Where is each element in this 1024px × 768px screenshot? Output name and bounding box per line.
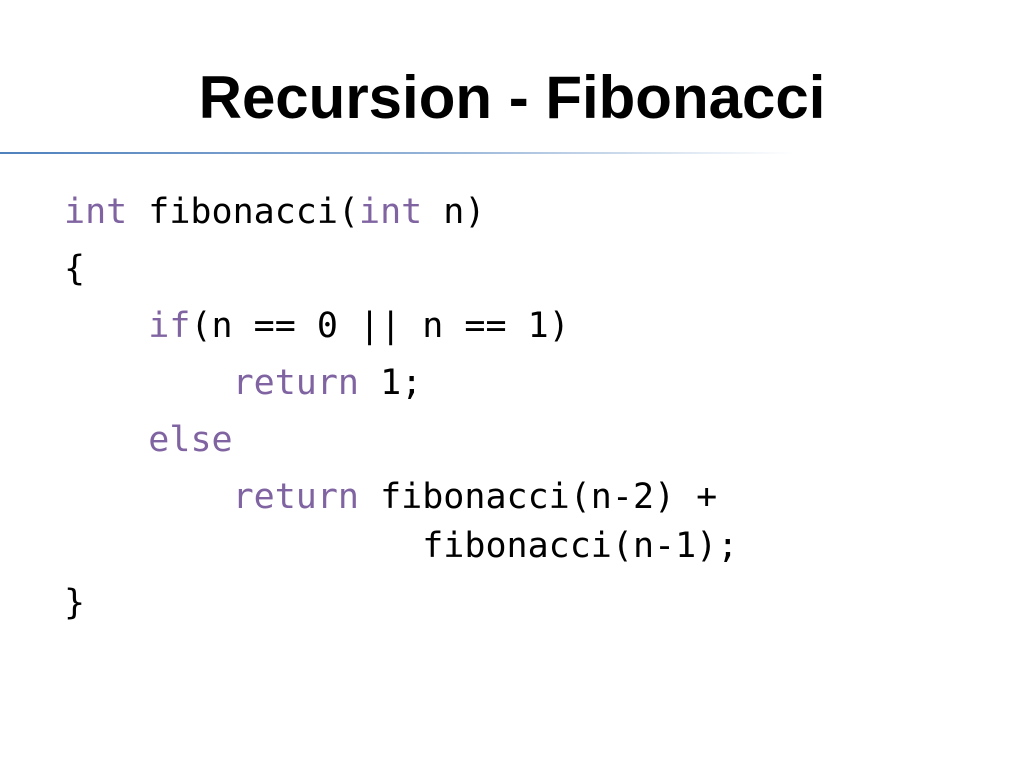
code-line: { [64, 241, 738, 298]
code-line: if(n == 0 || n == 1) [64, 298, 738, 355]
code-line: } [64, 575, 738, 632]
code-keyword: int [359, 192, 423, 232]
code-line: else [64, 412, 738, 469]
code-text: 1; [359, 363, 423, 403]
title-divider-line [0, 152, 795, 154]
code-indent [64, 526, 422, 566]
code-line: return 1; [64, 355, 738, 412]
code-indent [64, 306, 148, 346]
code-keyword: int [64, 192, 128, 232]
code-indent [64, 363, 233, 403]
code-text: } [64, 583, 86, 623]
slide-title: Recursion - Fibonacci [198, 64, 826, 131]
code-keyword: return [232, 363, 360, 403]
code-text: fibonacci(n-2) + [359, 477, 718, 517]
code-line: return fibonacci(n-2) + [64, 469, 738, 518]
code-text: fibonacci(n-1); [422, 526, 739, 566]
code-text: fibonacci( [127, 192, 360, 232]
code-indent [64, 420, 148, 460]
code-block: int fibonacci(int n) { if(n == 0 || n == … [64, 184, 738, 632]
code-line: int fibonacci(int n) [64, 184, 738, 241]
code-keyword: else [148, 420, 233, 460]
code-text: n) [422, 192, 486, 232]
code-keyword: if [148, 306, 191, 346]
code-text: { [64, 249, 86, 289]
code-keyword: return [232, 477, 360, 517]
code-line: fibonacci(n-1); [64, 518, 738, 575]
code-indent [64, 477, 233, 517]
code-text: (n == 0 || n == 1) [190, 306, 570, 346]
